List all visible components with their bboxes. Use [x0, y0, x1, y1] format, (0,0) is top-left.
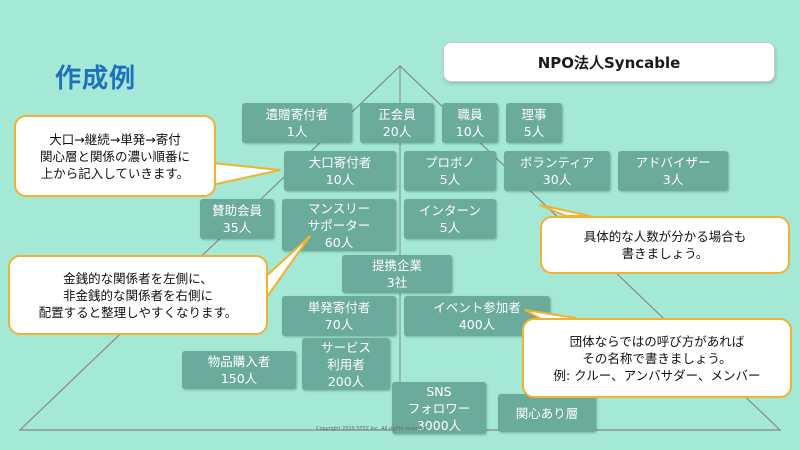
tier-label: インターン	[419, 203, 481, 218]
tier-label: 提携企業	[371, 258, 422, 273]
tier-label: アドバイザー	[635, 155, 711, 170]
tier-count: 5人	[439, 220, 461, 235]
callout-count: 具体的な人数が分かる場合も 書きましょう。	[540, 216, 790, 274]
tier-label: 関心あり層	[515, 405, 579, 421]
tier-count: 3社	[386, 275, 408, 290]
org-name-box: NPO法人Syncable	[443, 42, 775, 82]
callout-line: 具体的な人数が分かる場合も	[583, 229, 747, 244]
tier-box-product-buyers: 物品購入者 150人	[182, 351, 296, 389]
tier-box-interns: インターン 5人	[404, 199, 496, 239]
callout-line: 上から記入していきます。	[40, 165, 190, 181]
tier-box-monthly-supporters: マンスリー サポーター 60人	[282, 199, 396, 251]
tier-label-2: フォロワー	[407, 400, 471, 416]
tier-label: 大口寄付者	[308, 155, 372, 170]
tier-label: ボランティア	[519, 155, 595, 170]
tier-label: イベント参加者	[433, 300, 521, 315]
callout-line: 例: クルー、アンバサダー、メンバー	[553, 367, 761, 383]
page-title: 作成例	[55, 64, 137, 94]
tier-label: マンスリー	[307, 200, 371, 216]
tier-label: プロボノ	[424, 155, 475, 170]
tier-box-probono: プロボノ 5人	[404, 151, 496, 191]
tier-box-advisors: アドバイザー 3人	[618, 151, 728, 191]
tier-count: 400人	[458, 317, 496, 332]
callout-line: 配置すると整理しやすくなります。	[38, 304, 238, 320]
tier-label: 賛助会員	[211, 203, 262, 218]
tier-count: 200人	[327, 373, 365, 389]
tier-label: 物品購入者	[207, 354, 271, 369]
tier-count: 3人	[662, 172, 684, 187]
tier-label: 職員	[457, 107, 483, 122]
tier-box-interested-layer: 関心あり層	[498, 394, 596, 432]
callout-line: 団体ならではの呼び方があれば	[569, 333, 745, 349]
tier-count: 60人	[324, 234, 354, 250]
callout-line: その名称で書きましょう。	[582, 350, 732, 366]
tier-count: 30人	[542, 172, 572, 187]
tier-box-staff: 職員 10人	[442, 103, 498, 143]
tier-count: 150人	[220, 371, 258, 386]
copyright-text: Copyright 2020 STYZ Inc. All rights rese…	[316, 426, 429, 432]
callout-line: 大口→継続→単発→寄付	[49, 131, 181, 147]
tier-box-one-time-donors: 単発寄付者 70人	[282, 296, 396, 336]
tier-box-service-users: サービス 利用者 200人	[302, 338, 390, 390]
callout-line: 非金銭的な関係者を右側に	[62, 287, 213, 303]
tier-count: 10人	[455, 124, 485, 139]
tier-label-2: サポーター	[307, 217, 371, 233]
tier-box-major-donors: 大口寄付者 10人	[284, 151, 396, 191]
callout-order: 大口→継続→単発→寄付 関心層と関係の濃い順番に 上から記入していきます。	[14, 115, 216, 197]
tier-box-bequest-donors: 遺贈寄付者 1人	[242, 103, 352, 143]
tier-label: サービス	[320, 339, 371, 355]
tier-box-regular-members: 正会員 20人	[360, 103, 434, 143]
tier-label: 遺贈寄付者	[265, 107, 329, 122]
tier-box-partner-companies: 提携企業 3社	[342, 255, 452, 293]
tier-label: SNS	[426, 383, 452, 399]
tier-count: 5人	[439, 172, 461, 187]
tier-label-2: 利用者	[327, 356, 365, 372]
tier-box-supporting-members: 賛助会員 35人	[200, 199, 274, 239]
callout-naming: 団体ならではの呼び方があれば その名称で書きましょう。 例: クルー、アンバサダ…	[522, 318, 792, 398]
tier-label: 理事	[521, 107, 547, 122]
tier-count: 20人	[382, 124, 412, 139]
tier-box-sns-followers: SNS フォロワー 3000人	[392, 382, 486, 434]
callout-line: 金銭的な関係者を左側に、	[63, 270, 213, 286]
tier-count: 1人	[286, 124, 308, 139]
tier-count: 35人	[222, 220, 252, 235]
tier-count: 70人	[324, 317, 354, 332]
tier-count: 3000人	[416, 417, 462, 433]
tier-box-directors: 理事 5人	[506, 103, 562, 143]
tier-box-volunteers: ボランティア 30人	[504, 151, 610, 191]
tier-count: 5人	[523, 124, 545, 139]
tier-count: 10人	[325, 172, 355, 187]
tier-label: 正会員	[378, 107, 416, 122]
callout-left-right: 金銭的な関係者を左側に、 非金銭的な関係者を右側に 配置すると整理しやすくなりま…	[8, 255, 268, 335]
tier-label: 単発寄付者	[307, 300, 371, 315]
callout-line: 関心層と関係の濃い順番に	[39, 148, 190, 164]
callout-line: 書きましょう。	[621, 246, 709, 261]
